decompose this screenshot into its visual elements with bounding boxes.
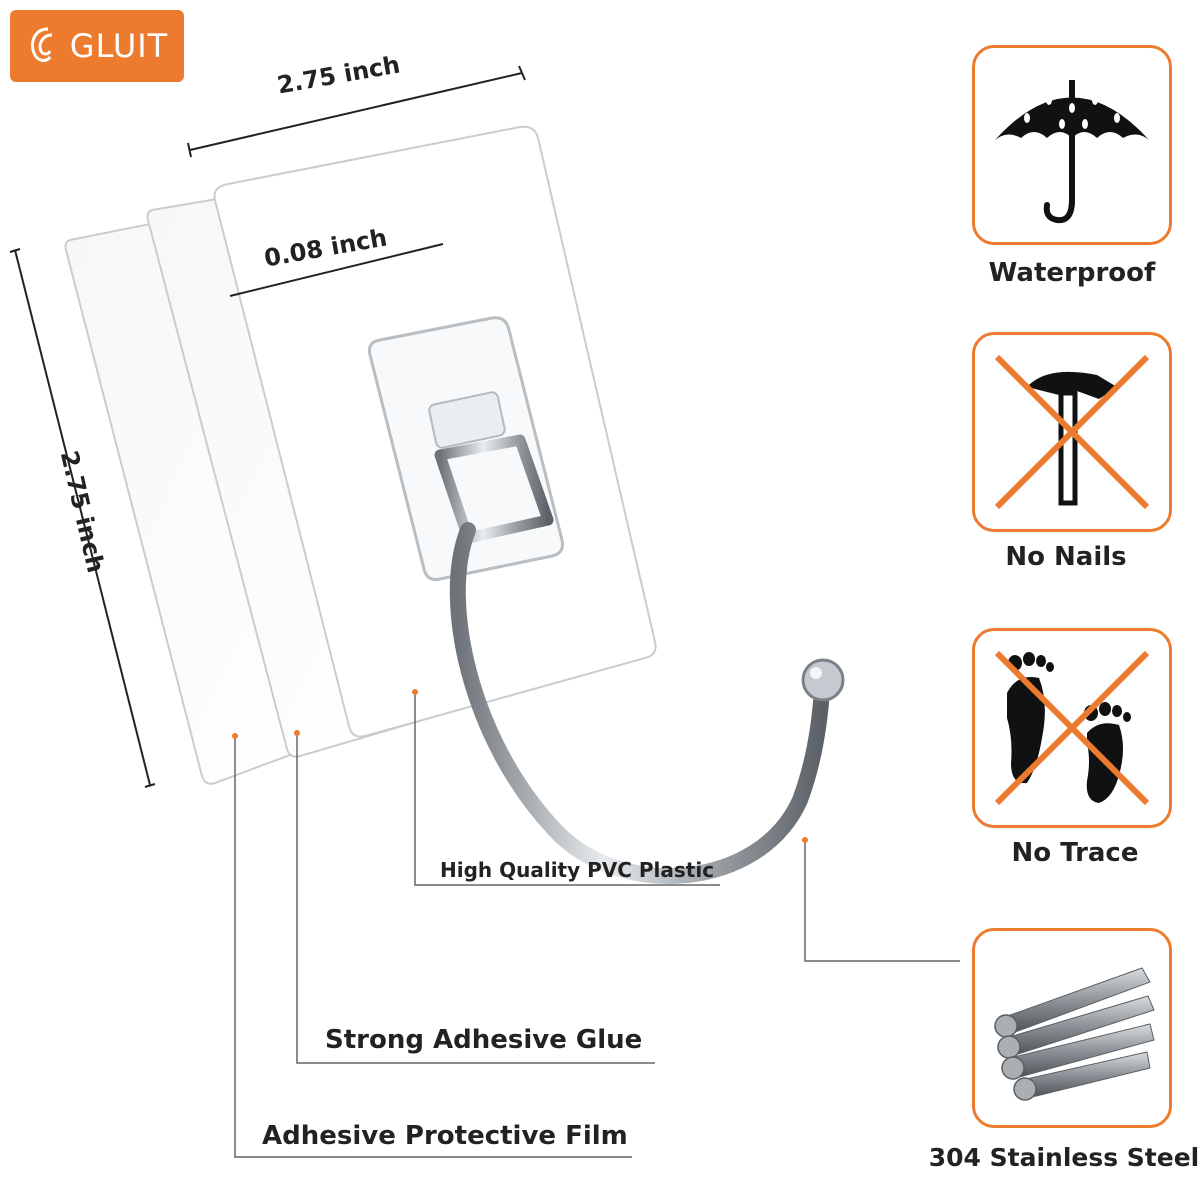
product-illustration xyxy=(9,65,960,1158)
crossed-footprints-icon xyxy=(994,650,1150,806)
callout-leaders xyxy=(234,692,960,1158)
brand-name: GLUIT xyxy=(69,27,169,65)
no-trace-card xyxy=(972,628,1172,828)
no-trace-label: No Trace xyxy=(1011,838,1139,868)
brand-badge: GLUIT xyxy=(10,10,184,82)
waterproof-card xyxy=(972,45,1172,245)
callout-dots xyxy=(232,689,808,843)
stainless-steel-card xyxy=(972,928,1172,1128)
steel-rods-icon xyxy=(994,967,1155,1101)
steel-hook xyxy=(434,434,845,884)
brand-logo-icon xyxy=(30,27,52,62)
glue-callout: Strong Adhesive Glue xyxy=(325,1025,643,1055)
umbrella-icon xyxy=(995,80,1149,224)
crossed-hammer-icon xyxy=(994,354,1150,510)
pvc-callout: High Quality PVC Plastic xyxy=(440,858,715,882)
film-callout: Adhesive Protective Film xyxy=(262,1121,628,1151)
dimension-lines xyxy=(9,65,526,788)
no-nails-card xyxy=(972,332,1172,532)
stainless-steel-label: 304 Stainless Steel xyxy=(928,1143,1200,1172)
no-nails-label: No Nails xyxy=(1005,542,1127,572)
waterproof-label: Waterproof xyxy=(988,258,1156,288)
